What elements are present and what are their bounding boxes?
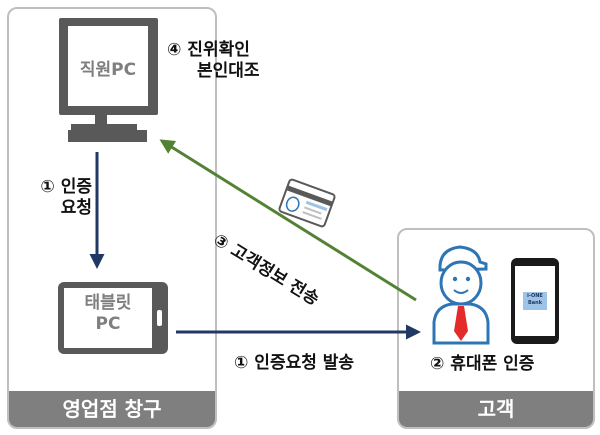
customer-panel: 고객 <box>397 228 595 429</box>
monitor-icon <box>59 18 158 142</box>
phone-brand-label: i-ONE Bank <box>523 293 547 307</box>
step4-line2: 본인대조 <box>197 61 260 82</box>
tablet-pc-line1: 태블릿 <box>84 293 132 313</box>
step1-send-label: ① 인증요청 발송 <box>234 353 355 373</box>
id-card-icon <box>278 178 336 228</box>
branch-footer: 영업점 창구 <box>9 391 215 427</box>
employee-pc-label: 직원PC <box>79 60 137 80</box>
tablet-icon <box>58 282 168 354</box>
step2-label: ② 휴대폰 인증 <box>430 354 535 374</box>
customer-footer: 고객 <box>399 391 593 427</box>
step1-request-label: ① 인증 요청 <box>30 177 92 220</box>
step4-line1: ④ 진위확인 <box>167 40 250 60</box>
phone-brand-line2: Bank <box>527 300 543 306</box>
step4-label: ④ 진위확인 본인대조 <box>167 40 260 83</box>
step1-request-line1: ① 인증 <box>40 177 92 197</box>
customer-person-icon <box>432 245 490 345</box>
mobile-phone-icon <box>511 258 559 344</box>
phone-brand-line1: i-ONE <box>527 293 543 299</box>
step1-request-line2: 요청 <box>60 198 92 219</box>
arrow-transfer-green <box>159 139 417 302</box>
tablet-pc-line2: PC <box>95 314 121 335</box>
tablet-pc-label: 태블릿 PC <box>64 293 152 336</box>
